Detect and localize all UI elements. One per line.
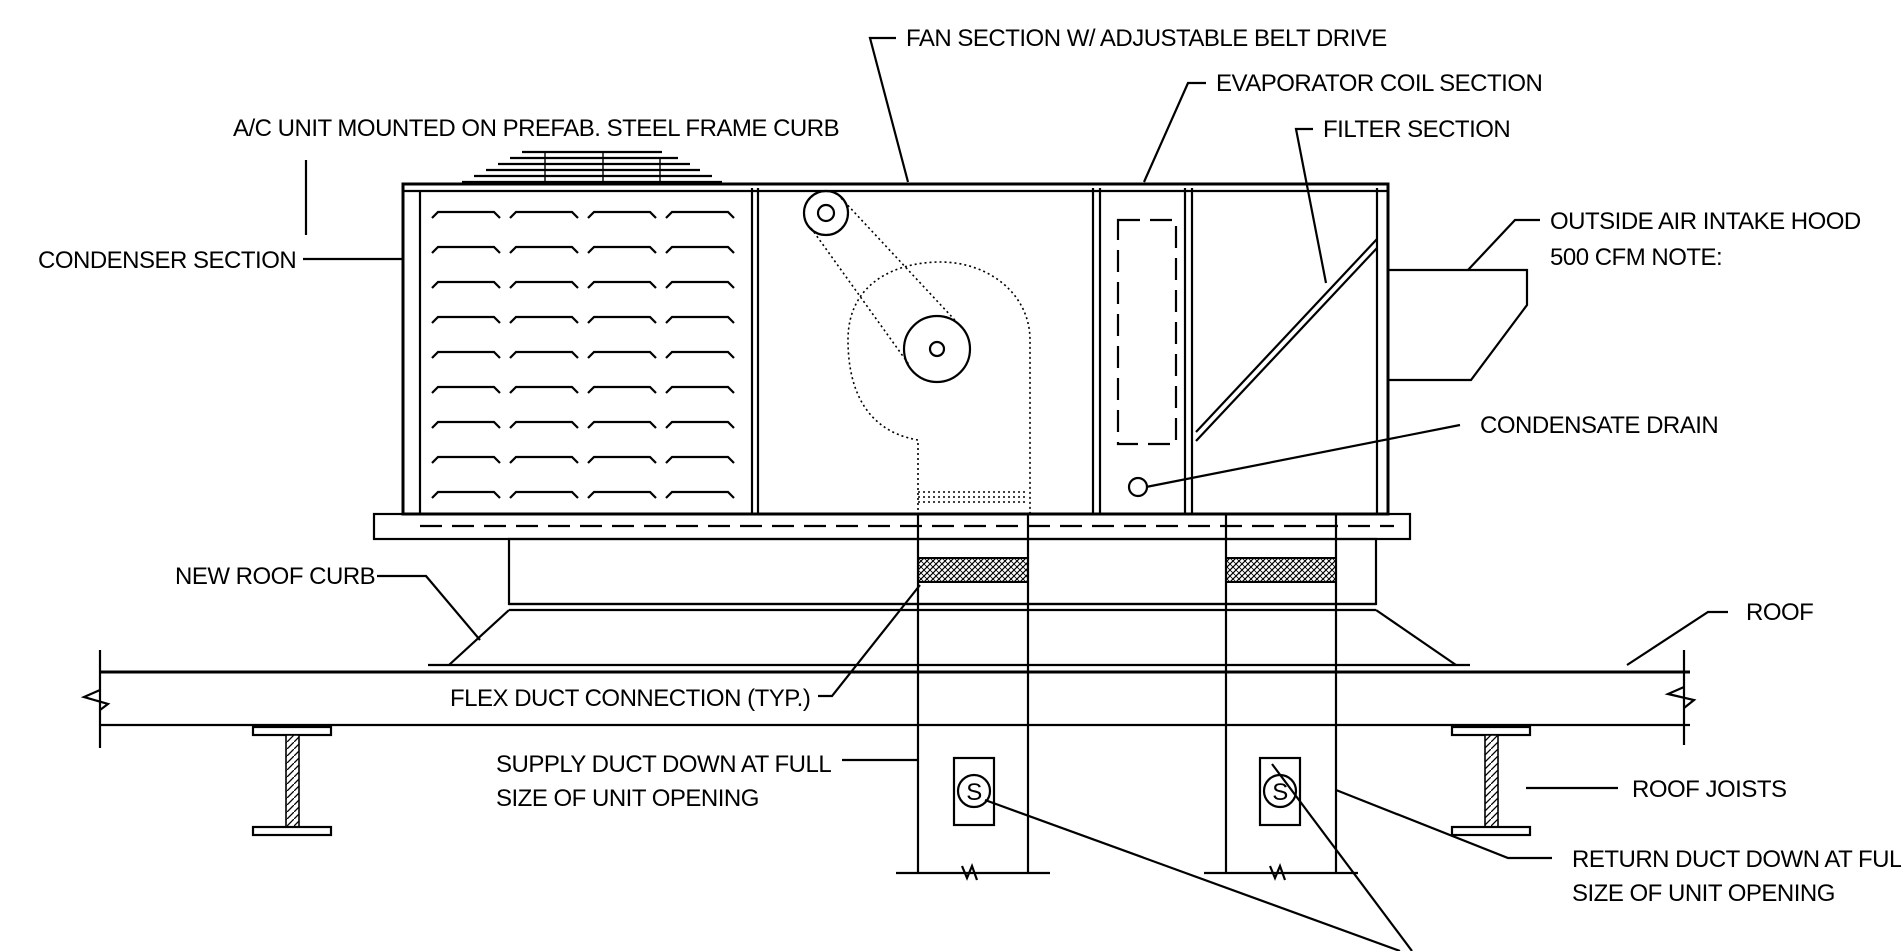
- louver-blade: [431, 315, 501, 324]
- label-flex-duct: FLEX DUCT CONNECTION (TYP.): [450, 685, 810, 712]
- roof-deck: [80, 650, 1697, 748]
- louver-blade: [431, 210, 501, 219]
- label-roof-joists: ROOF JOISTS: [1632, 776, 1787, 803]
- blower-fan: [802, 189, 1031, 515]
- roof-joist-left: [251, 725, 333, 837]
- louver-blade: [587, 455, 657, 464]
- louver-blade: [665, 490, 735, 499]
- louver-blade: [509, 455, 579, 464]
- label-supply-line1: SUPPLY DUCT DOWN AT FULL: [496, 751, 831, 778]
- louver-blade: [587, 245, 657, 254]
- label-outside-air-line1: OUTSIDE AIR INTAKE HOOD: [1550, 208, 1861, 235]
- label-evaporator-coil: EVAPORATOR COIL SECTION: [1216, 70, 1542, 97]
- svg-text:S: S: [966, 779, 982, 806]
- return-duct: [1204, 515, 1358, 881]
- louver-blade: [587, 420, 657, 429]
- louver-blade: [665, 385, 735, 394]
- louver-blade: [665, 245, 735, 254]
- label-roof: ROOF: [1746, 599, 1813, 626]
- louver-blade: [587, 490, 657, 499]
- label-condenser-section: CONDENSER SECTION: [38, 247, 296, 274]
- louver-blade: [587, 385, 657, 394]
- louver-blade: [587, 315, 657, 324]
- louver-blade: [587, 280, 657, 289]
- louver-blade: [431, 490, 501, 499]
- louver-blade: [665, 315, 735, 324]
- supply-smoke-detector: S: [952, 756, 996, 827]
- louver-blade: [509, 210, 579, 219]
- louver-blade: [509, 385, 579, 394]
- louver-blade: [509, 245, 579, 254]
- supply-duct: [896, 515, 1050, 881]
- label-ac-unit: A/C UNIT MOUNTED ON PREFAB. STEEL FRAME …: [233, 115, 839, 142]
- label-fan-section: FAN SECTION W/ ADJUSTABLE BELT DRIVE: [906, 25, 1387, 52]
- ac-unit-cabinet: [401, 182, 1390, 516]
- louver-blade: [665, 280, 735, 289]
- outside-air-intake-hood: [1388, 268, 1529, 382]
- label-return-line1: RETURN DUCT DOWN AT FULL: [1572, 846, 1901, 873]
- condenser-fan-grille: [462, 150, 722, 184]
- louver-blade: [665, 350, 735, 359]
- louver-blade: [665, 420, 735, 429]
- filter-rack: [1195, 238, 1378, 442]
- return-smoke-detector: S: [1258, 756, 1302, 827]
- evaporator-coil: [1116, 218, 1178, 446]
- label-filter-section: FILTER SECTION: [1323, 116, 1510, 143]
- louver-blade: [509, 280, 579, 289]
- louver-blade: [509, 350, 579, 359]
- louver-blade: [431, 280, 501, 289]
- leader-lines: [303, 36, 1728, 951]
- louver-blade: [509, 315, 579, 324]
- supply-flex-connector: [917, 557, 1029, 583]
- label-supply-line2: SIZE OF UNIT OPENING: [496, 785, 759, 812]
- louver-blade: [509, 490, 579, 499]
- label-return-line2: SIZE OF UNIT OPENING: [1572, 880, 1835, 907]
- label-condensate-drain: CONDENSATE DRAIN: [1480, 412, 1718, 439]
- louver-blade: [431, 245, 501, 254]
- condenser-louvers: [431, 210, 735, 499]
- condensate-drain-fitting: [1127, 476, 1149, 498]
- steel-frame-curb: [372, 512, 1470, 667]
- louver-blade: [431, 385, 501, 394]
- louver-blade: [665, 455, 735, 464]
- svg-text:S: S: [1272, 779, 1288, 806]
- louver-blade: [431, 455, 501, 464]
- louver-blade: [665, 210, 735, 219]
- roof-joist-right: [1450, 725, 1532, 837]
- louver-blade: [587, 350, 657, 359]
- louver-blade: [431, 420, 501, 429]
- louver-blade: [587, 210, 657, 219]
- label-new-roof-curb: NEW ROOF CURB: [175, 563, 375, 590]
- louver-blade: [509, 420, 579, 429]
- return-flex-connector: [1225, 557, 1337, 583]
- label-outside-air-line2: 500 CFM NOTE:: [1550, 244, 1722, 271]
- louver-blade: [431, 350, 501, 359]
